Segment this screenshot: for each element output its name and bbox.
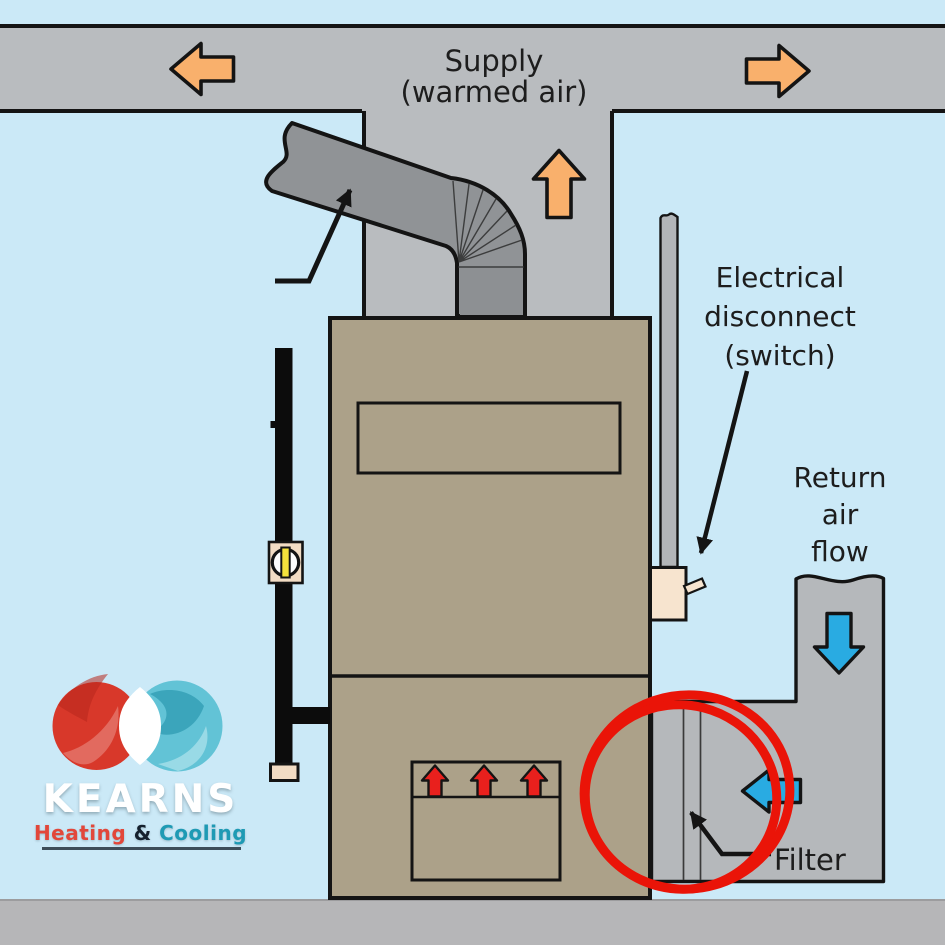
kearns-logo bbox=[52, 674, 223, 772]
gas-pipe-cap bbox=[269, 762, 300, 782]
air-filter bbox=[682, 703, 702, 880]
supply-label-line1: Supply bbox=[444, 44, 544, 78]
logo-tagline: Heating & Cooling bbox=[30, 821, 251, 845]
electrical-label-line1: Electrical bbox=[715, 261, 845, 294]
furnace-cabinet bbox=[328, 316, 652, 900]
electrical-conduit bbox=[659, 212, 679, 569]
flue-pointer-arrow bbox=[275, 188, 353, 284]
filter-label: Filter bbox=[774, 843, 846, 877]
return-label-line1: Return bbox=[793, 461, 887, 494]
supply-label-line2: (warmed air) bbox=[400, 75, 588, 109]
gas-line bbox=[267, 348, 330, 782]
electrical-label-line3: (switch) bbox=[724, 339, 836, 372]
filter-highlight-circle bbox=[579, 690, 795, 894]
return-label-line3: flow bbox=[811, 535, 869, 568]
logo-tagline-ampersand: & bbox=[133, 821, 152, 845]
disconnect-pointer-arrow bbox=[696, 370, 750, 555]
return-label-line2: air bbox=[821, 498, 859, 531]
logo-tagline-cooling: Cooling bbox=[159, 821, 248, 845]
airflow-left-arrow-icon bbox=[169, 41, 236, 97]
supply-label: Supply (warmed air) bbox=[348, 46, 640, 108]
airflow-up-arrow-icon bbox=[531, 148, 587, 220]
return-down-arrow-icon bbox=[812, 611, 866, 675]
furnace-louver-panel bbox=[356, 401, 622, 475]
airflow-right-arrow-icon bbox=[744, 43, 811, 99]
electrical-label-line2: disconnect bbox=[704, 300, 856, 333]
logo-tagline-heating: Heating bbox=[33, 821, 127, 845]
return-air-flow-label: Return air flow bbox=[765, 459, 915, 570]
burner-box bbox=[410, 760, 562, 882]
burner-flame-arrow-icon bbox=[420, 764, 450, 798]
electrical-disconnect-label: Electrical disconnect (switch) bbox=[680, 258, 880, 375]
burner-flame-arrow-icon bbox=[469, 764, 499, 798]
disconnect-switch-lever bbox=[682, 577, 707, 596]
gas-valve bbox=[267, 540, 304, 585]
floor bbox=[0, 899, 945, 945]
burner-flame-arrow-icon bbox=[519, 764, 549, 798]
logo-underline bbox=[42, 847, 241, 850]
flue-pipe bbox=[264, 121, 527, 318]
disconnect-switch-box bbox=[649, 566, 707, 622]
logo-wordmark: KEARNS bbox=[42, 777, 239, 822]
